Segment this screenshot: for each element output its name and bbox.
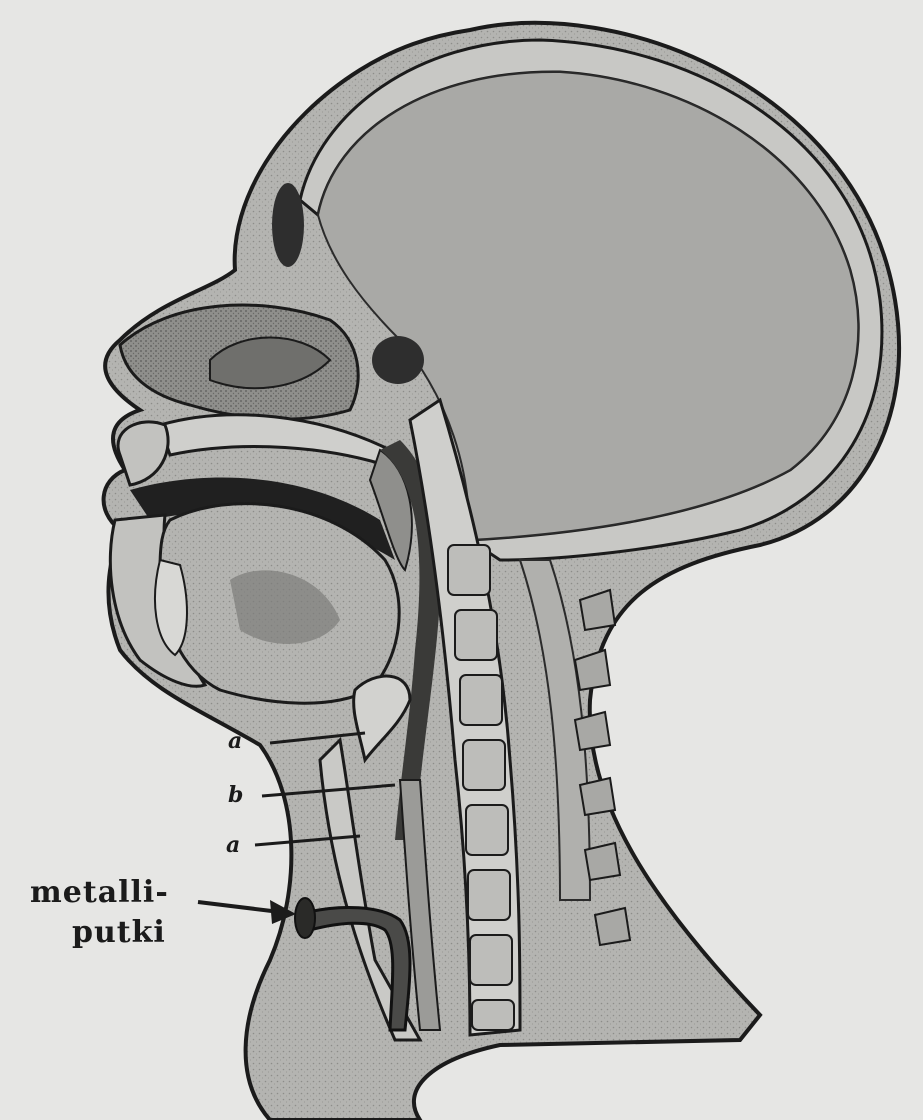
label-b: b — [228, 782, 243, 808]
tube-arrow-shaft — [198, 902, 280, 912]
label-a-lower: a — [226, 832, 240, 858]
label-tube-line2: putki — [72, 915, 166, 950]
label-tube-line1: metalli- — [30, 875, 169, 910]
label-a-upper: a — [228, 728, 242, 754]
frontal-sinus — [272, 183, 304, 267]
sphenoid-sinus — [372, 336, 424, 384]
